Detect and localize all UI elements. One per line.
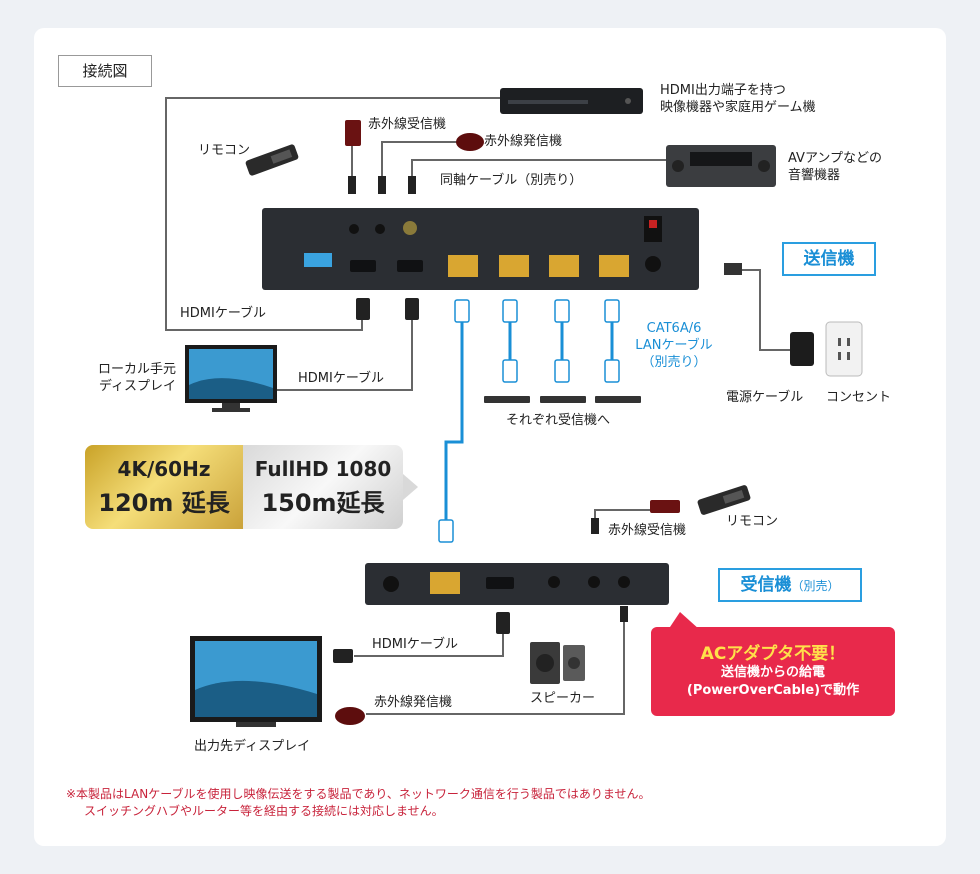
speaker-device — [530, 642, 585, 684]
coax-line — [411, 159, 666, 178]
receiver-label-main: 受信機 — [740, 575, 792, 595]
receiver-label-sub: （別売） — [791, 579, 840, 593]
hdmi-source-label: HDMI出力端子を持つ 映像機器や家庭用ゲーム機 — [660, 82, 816, 116]
local-display-label-line1: ローカル手元 — [97, 362, 176, 377]
footnote: ※本製品はLANケーブルを使用し映像伝送をする製品であり、ネットワーク通信を行う… — [66, 786, 651, 820]
lan-cable-label-line2: LANケーブル — [635, 338, 713, 353]
lan-plug — [502, 299, 518, 323]
dest-display-label: 出力先ディスプレイ — [194, 739, 311, 754]
no-ac-adapter-callout: ACアダプタ不要！ 送信機からの給電 (PowerOverCable)で動作 — [651, 627, 895, 716]
hdmi-cable-left-label: HDMIケーブル — [180, 306, 267, 321]
lan-cable-label-line1: CAT6A/6 — [646, 321, 702, 336]
receiver-label: 受信機（別売） — [718, 568, 862, 602]
lan-plug — [438, 519, 454, 543]
spec-pointer — [403, 474, 418, 500]
hdmi-source-line — [165, 97, 500, 331]
ir-emitter-top-line — [381, 141, 458, 178]
hdmi-source-label-line2: 映像機器や家庭用ゲーム機 — [660, 100, 816, 115]
lan-cable-main — [444, 322, 464, 520]
callout-tail — [668, 612, 700, 630]
ir-receiver-top-label: 赤外線受信機 — [368, 117, 447, 132]
mini-receiver — [484, 396, 530, 403]
coax-cable-label: 同軸ケーブル（別売り） — [440, 173, 583, 188]
outlet-label: コンセント — [826, 390, 892, 405]
sender-device — [262, 208, 699, 290]
spec-silver: FullHD 1080 150m延長 — [243, 445, 403, 529]
remote-bottom-device — [697, 485, 751, 515]
hdmi-cable-bottom-label: HDMIケーブル — [372, 637, 459, 652]
footnote-line2: スイッチングハブやルーター等を経由する接続には対応しません。 — [84, 804, 444, 818]
mini-receiver — [595, 396, 641, 403]
ir-emitter-top-device — [456, 133, 484, 151]
mini-receiver — [540, 396, 586, 403]
local-display-device — [185, 345, 277, 412]
power-plug — [724, 263, 742, 275]
local-display-label-line2: ディスプレイ — [98, 379, 176, 394]
ir-emitter-bottom-line — [366, 620, 625, 715]
ir-receiver-bottom-device — [650, 500, 680, 513]
av-amp-label: AVアンプなどの 音響機器 — [788, 150, 882, 184]
ir-receiver-bottom-label: 赤外線受信機 — [608, 523, 687, 538]
power-adapter — [790, 332, 814, 366]
lan-plug — [604, 299, 620, 323]
local-display-label: ローカル手元 ディスプレイ — [96, 361, 176, 395]
power-line — [742, 269, 790, 351]
sender-label: 送信機 — [782, 242, 876, 276]
callout-headline: ACアダプタ不要！ — [700, 644, 846, 664]
dest-display-device — [190, 636, 322, 727]
remote-top-label: リモコン — [198, 143, 251, 158]
speaker-label: スピーカー — [530, 691, 596, 706]
ir-receiver-top-device — [345, 120, 361, 146]
hdmi-dest-line — [354, 632, 504, 657]
spec-silver-line1: FullHD 1080 — [254, 457, 392, 481]
hdmi-source-device — [500, 88, 643, 114]
ir-emitter-bottom-label: 赤外線発信機 — [374, 695, 453, 710]
remote-bottom-label: リモコン — [726, 514, 779, 529]
lan-plug — [604, 359, 620, 383]
outlet-device — [825, 321, 863, 377]
av-amp-label-line2: 音響機器 — [788, 168, 841, 183]
to-receivers-label: それぞれ受信機へ — [506, 413, 611, 428]
lan-plug — [502, 359, 518, 383]
ir-emitter-top-label: 赤外線発信機 — [484, 134, 563, 149]
av-amp-label-line1: AVアンプなどの — [788, 151, 883, 166]
spec-silver-line2: 150m延長 — [261, 489, 385, 517]
lan-plug — [554, 299, 570, 323]
callout-line2: (PowerOverCable)で動作 — [686, 683, 860, 698]
lan-plug — [454, 299, 470, 323]
lan-cable-label-line3: （別売り） — [641, 355, 707, 370]
spec-panel: 4K/60Hz 120m 延長 FullHD 1080 150m延長 — [85, 445, 403, 529]
power-cable-label: 電源ケーブル — [726, 390, 804, 405]
spec-gold-line2: 120m 延長 — [98, 489, 230, 517]
ir-emitter-bottom-device — [335, 707, 365, 725]
spec-gold: 4K/60Hz 120m 延長 — [85, 445, 243, 529]
hdmi-local-line — [276, 318, 413, 391]
hdmi-dest-plug — [333, 649, 353, 663]
receiver-device — [365, 563, 669, 605]
spec-gold-line1: 4K/60Hz — [117, 457, 211, 481]
page-title: 接続図 — [58, 55, 152, 87]
footnote-line1: ※本製品はLANケーブルを使用し映像伝送をする製品であり、ネットワーク通信を行う… — [66, 787, 651, 801]
callout-line1: 送信機からの給電 — [720, 665, 825, 680]
lan-plug — [554, 359, 570, 383]
av-amp-device — [666, 145, 776, 187]
hdmi-cable-local-label: HDMIケーブル — [298, 371, 385, 386]
hdmi-source-label-line1: HDMI出力端子を持つ — [660, 83, 786, 98]
lan-cable-label: CAT6A/6 LANケーブル （別売り） — [626, 320, 722, 371]
remote-top-device — [245, 144, 299, 176]
